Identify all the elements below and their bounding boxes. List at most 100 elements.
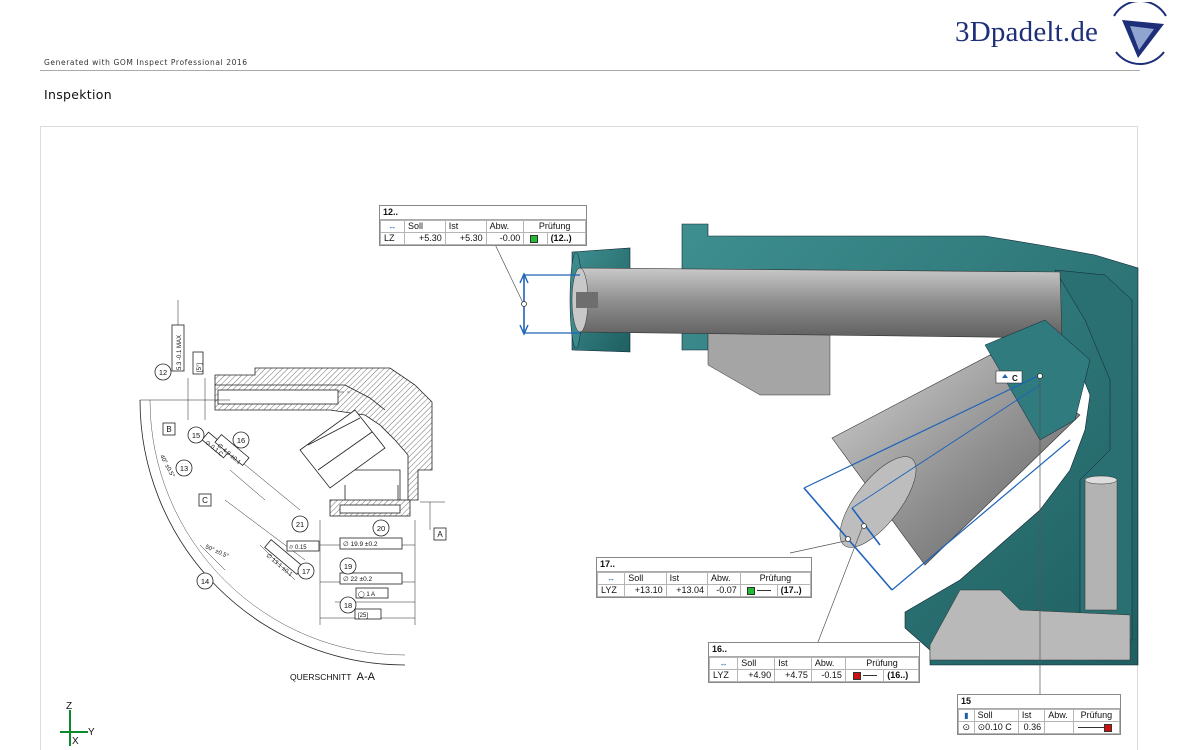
balloon-18: 18: [344, 601, 352, 610]
callout-12-h-soll: Soll: [404, 220, 446, 233]
balloon-12: 12: [159, 368, 167, 377]
callout-15-h-abw: Abw.: [1044, 709, 1074, 722]
callout-12-h-ist: Ist: [444, 220, 487, 233]
callout-17-abw: -0.07: [706, 584, 741, 597]
callout-17-h-soll: Soll: [624, 572, 667, 585]
callout-16-id: 16..: [709, 643, 919, 657]
status-ok-icon: [746, 586, 755, 595]
callout-12-soll: +5.30: [404, 232, 446, 245]
callout-15-symbol-icon: ▮: [958, 709, 975, 722]
dim-19: ∅ 22 ±0.2: [343, 576, 372, 583]
callout-12-symbol-icon: ↔: [380, 220, 405, 233]
generated-by-label: Generated with GOM Inspect Professional …: [44, 58, 248, 67]
callout-12-id: 12..: [380, 206, 586, 220]
callout-12-ref: (12..): [546, 232, 587, 245]
callout-12-h-pruefung: Prüfung: [523, 220, 586, 233]
callout-15-type: ⊙: [958, 721, 975, 734]
status-ok-icon: [530, 234, 539, 243]
axis-triad: Z X Y: [60, 701, 95, 747]
callout-17-ref: (17..): [776, 584, 812, 597]
callout-15-h-ist: Ist: [1017, 709, 1046, 722]
callout-16-h-ist: Ist: [774, 657, 812, 670]
balloon-17: 17: [302, 567, 310, 576]
callout-12-h-abw: Abw.: [485, 220, 525, 233]
dim-13: 40° ±0.5°: [158, 454, 175, 479]
measure-point-17[interactable]: [845, 536, 851, 542]
callout-15-h-pruefung: Prüfung: [1072, 709, 1121, 722]
callout-17-h-abw: Abw.: [706, 572, 741, 585]
balloon-16: 16: [237, 436, 245, 445]
callout-15-h-soll: Soll: [973, 709, 1019, 722]
callout-17[interactable]: 17.. ↔ Soll Ist Abw. Prüfung LYZ +13.10 …: [596, 557, 812, 598]
dim-12: 5.3 -0.1 MAX: [177, 335, 183, 370]
callout-16-soll: +4.90: [737, 669, 776, 682]
balloon-19: 19: [344, 562, 352, 571]
measure-point-12[interactable]: [521, 301, 527, 307]
brand-logo-icon: [1113, 2, 1167, 65]
dim-21: ⌭ 0.15: [289, 545, 307, 551]
dim-20: ∅ 19.9 ±0.2: [343, 541, 378, 548]
measurement-overlays: [519, 272, 1071, 591]
callout-15-id: 15: [958, 695, 1120, 709]
callout-17-h-pruefung: Prüfung: [739, 572, 812, 585]
callout-16-h-abw: Abw.: [810, 657, 846, 670]
callout-17-symbol-icon: ↔: [596, 572, 626, 585]
callout-16-type: LYZ: [708, 669, 739, 682]
callout-17-h-ist: Ist: [665, 572, 708, 585]
technical-drawing: [139, 300, 447, 666]
callout-15-ist: 0.36: [1017, 721, 1046, 734]
callout-16[interactable]: 16.. ↔ Soll Ist Abw. Prüfung LYZ +4.90 +…: [708, 642, 920, 683]
dim-19-tolerance: ◯ 1 A: [358, 591, 375, 598]
callout-16-ref: (16..): [883, 669, 919, 682]
callout-16-status: [844, 669, 885, 682]
brand-name: 3Dpadelt.de: [955, 16, 1099, 48]
balloon-13: 13: [180, 464, 188, 473]
callout-12-type: LZ: [380, 232, 405, 245]
callout-16-symbol-icon: ↔: [708, 657, 739, 670]
page-title: Inspektion: [44, 87, 112, 102]
callout-15-soll: ⊙0.10 C: [973, 721, 1019, 734]
callout-15[interactable]: 15 ▮ Soll Ist Abw. Prüfung ⊙ ⊙0.10 C 0.3…: [957, 694, 1121, 735]
measure-point-c[interactable]: [1037, 373, 1043, 379]
axis-x-label: X: [72, 736, 79, 747]
callout-17-ist: +13.04: [665, 584, 708, 597]
callout-17-status: [739, 584, 778, 597]
callout-17-type: LYZ: [596, 584, 626, 597]
callout-16-ist: +4.75: [774, 669, 812, 682]
callout-15-abw: [1044, 721, 1074, 734]
callout-12-abw: -0.00: [485, 232, 525, 245]
balloon-21: 21: [296, 520, 304, 529]
axis-y-label: Y: [88, 727, 95, 738]
dim-14: 50° ±0.5°: [204, 544, 230, 560]
callout-17-id: 17..: [597, 558, 811, 572]
leader-lines: [491, 237, 1041, 694]
section-label: QUERSCHNITT A-A: [290, 671, 376, 683]
datum-c-label: C: [202, 496, 208, 505]
dim-18: [25]: [358, 613, 368, 619]
status-fail-icon: [852, 671, 861, 680]
callout-16-h-pruefung: Prüfung: [844, 657, 920, 670]
datum-c-marker-label: C: [1012, 374, 1018, 383]
callout-12-status: [523, 232, 548, 245]
callout-16-abw: -0.15: [810, 669, 846, 682]
datum-a-label: A: [437, 530, 443, 539]
balloon-20: 20: [377, 524, 385, 533]
callout-16-h-soll: Soll: [737, 657, 776, 670]
header-divider: [40, 70, 1140, 71]
balloon-15: 15: [192, 431, 200, 440]
section-label-prefix: QUERSCHNITT: [290, 672, 351, 682]
section-label-suffix: A-A: [357, 671, 376, 683]
callout-17-soll: +13.10: [624, 584, 667, 597]
callout-12[interactable]: 12.. ↔ Soll Ist Abw. Prüfung LZ +5.30 +5…: [379, 205, 587, 246]
callout-15-status: [1072, 721, 1121, 734]
datum-c-marker[interactable]: C: [995, 370, 1023, 384]
balloon-14: 14: [201, 577, 209, 586]
measure-point-16[interactable]: [861, 523, 867, 529]
status-fail-icon: [1104, 723, 1113, 732]
callout-12-ist: +5.30: [444, 232, 487, 245]
axis-z-label: Z: [66, 701, 72, 712]
dim-12-angle: [5°]: [197, 363, 203, 372]
part-3d-model[interactable]: [569, 223, 1139, 666]
datum-b-label: B: [166, 425, 171, 434]
